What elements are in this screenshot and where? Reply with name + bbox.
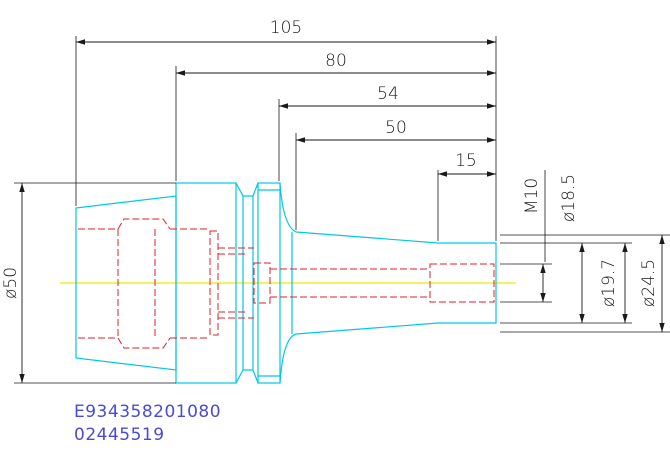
dim-length-50: 50 <box>385 118 407 138</box>
hidden-bore <box>78 218 495 349</box>
dim-diameter-50: ø50 <box>1 267 21 299</box>
dim-length-15: 15 <box>455 151 477 171</box>
dim-length-105: 105 <box>270 18 302 38</box>
dim-diameter-24-5: ø24.5 <box>639 259 659 307</box>
part-outline <box>75 182 497 384</box>
dimension-lines <box>19 39 665 383</box>
dim-thread-m10: M10 <box>522 178 542 214</box>
item-code-label: 02445519 <box>74 425 165 445</box>
part-number-label: E934358201080 <box>74 402 222 422</box>
dim-length-54: 54 <box>377 84 399 104</box>
dim-diameter-19-7: ø19.7 <box>599 259 619 307</box>
dim-length-80: 80 <box>325 51 347 71</box>
dim-diameter-18-5: ø18.5 <box>559 174 579 222</box>
